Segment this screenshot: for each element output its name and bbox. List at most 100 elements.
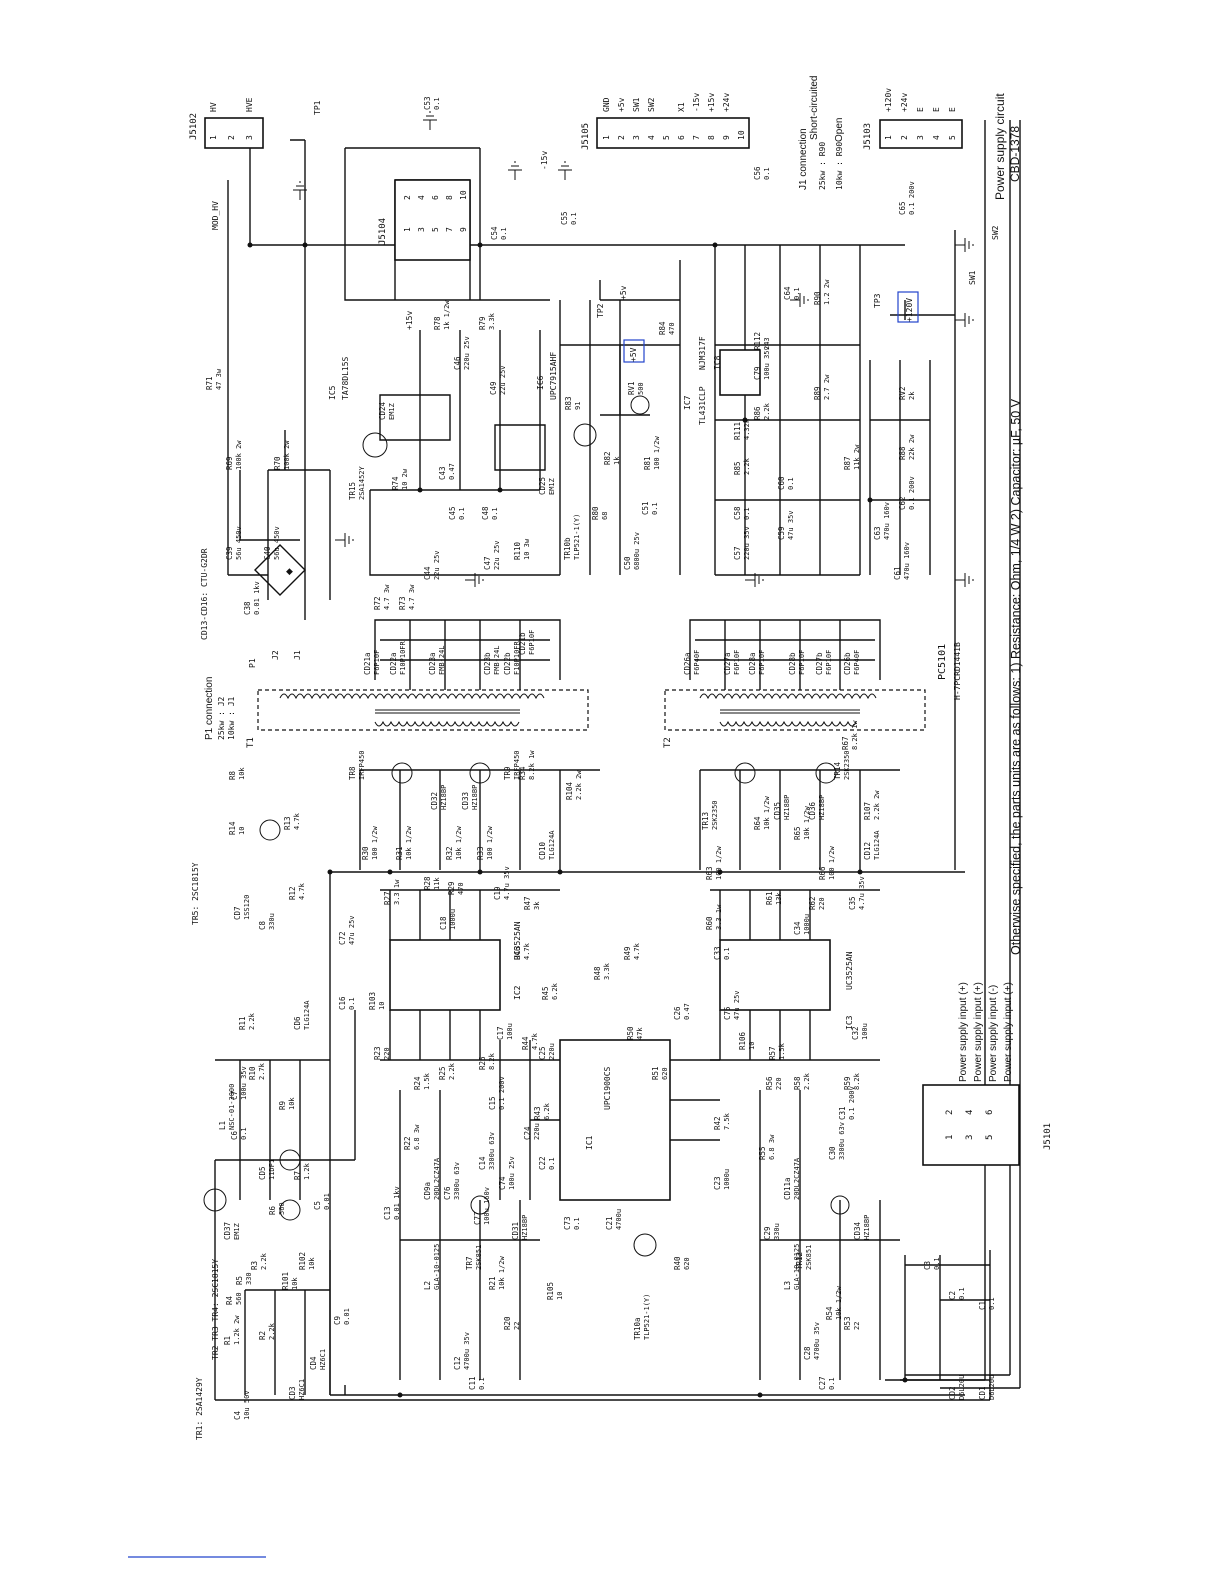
component-value: 3.3 1w (715, 904, 723, 930)
component-ref: R110 (513, 541, 522, 560)
component-ref: R48 (593, 966, 602, 980)
component-value: 0.01 1kv (253, 581, 261, 615)
component-value: 2.2k 2w (873, 790, 881, 820)
component-value: 470 (668, 322, 676, 335)
component-ref: R12 (288, 886, 297, 900)
component-ref: R46 (513, 946, 522, 960)
component-ref: C12 (453, 1356, 462, 1370)
component-ref: R10 (248, 1066, 257, 1080)
component-value: 220u (533, 1123, 541, 1140)
component-ref: C72 (338, 931, 347, 945)
component-ref: R27 (383, 891, 392, 905)
component-ref: C62 (898, 496, 907, 510)
board-name: PC5101 (937, 644, 948, 680)
component-ref: R55 (758, 1146, 767, 1160)
component-value: GLA-10-0125 (433, 1244, 441, 1290)
component-value: 0.01 (323, 1193, 331, 1210)
j5104-pin: 8 (445, 195, 454, 200)
component-ref: R69 (225, 456, 234, 470)
component-value: TLG124A (873, 830, 881, 860)
component-ref: CD23b (483, 652, 492, 675)
component-value: 0.1 (743, 507, 751, 520)
component-value: 1.5k (778, 1042, 786, 1060)
component-value: 100 1/2w (715, 845, 723, 880)
component-ref: C47 (483, 556, 492, 570)
component-ref: C59 (777, 526, 786, 540)
ic1-label: IC1 (585, 1135, 594, 1150)
component-value: 0.1 (491, 507, 499, 520)
component-value: 10u 50v (243, 1390, 251, 1420)
component-ref: C73 (563, 1216, 572, 1230)
component-ref: CD26a (683, 652, 692, 675)
component-value: 10k (308, 1257, 316, 1270)
component-ref: CD12 (863, 842, 872, 860)
component-ref: R11 (238, 1016, 247, 1030)
ic2-label: IC2 (513, 985, 522, 1000)
component-ref: R33 (476, 846, 485, 860)
component-value: 2.7k (258, 1062, 266, 1080)
component-value: 56u 450v (235, 526, 243, 560)
component-ref: R105 (546, 1282, 555, 1300)
component-ref: R84 (658, 321, 667, 335)
component-ref: C31 (838, 1106, 847, 1120)
component-value: 1.2k 2w (233, 1315, 241, 1345)
component-value: 0.1 (933, 1257, 941, 1270)
ic7-label: IC7 (683, 395, 692, 410)
component-value: F6P10F (825, 650, 833, 675)
component-value: NSC-01-3000 (228, 1084, 236, 1130)
component-value: 1k 1/2w (443, 300, 451, 330)
component-value: HZ18BP (783, 795, 791, 820)
j5105-pin: 4 (647, 135, 656, 140)
component-ref: R44 (521, 1036, 530, 1050)
component-ref: L3 (783, 1281, 792, 1290)
j2-label: J2 (271, 650, 280, 660)
component-value: HZ18BP (818, 795, 826, 820)
component-value: HZ6C1 (319, 1349, 327, 1370)
component-ref: R31 (395, 846, 404, 860)
component-ref: CD32 (430, 792, 439, 810)
component-value: 2k (908, 391, 916, 400)
component-value: 100 1/2w (653, 435, 661, 470)
component-ref: CD21b (518, 632, 527, 655)
component-ref: R58 (793, 1076, 802, 1090)
j5101-pin: 6 (985, 1110, 995, 1115)
component-value: F6P10F (798, 650, 806, 675)
component-ref: R106 (738, 1031, 747, 1050)
rail-minus-15v: -15v (540, 151, 549, 170)
component-value: 11k 2w (853, 444, 861, 470)
component-ref: C25 (538, 1046, 547, 1060)
component-value: 0.01 (343, 1308, 351, 1325)
ic2-box (389, 939, 501, 1011)
component-value: 4.7 3w (408, 584, 416, 610)
component-ref: C53 (423, 96, 432, 110)
component-value: 11k (433, 877, 441, 890)
rail-blue-5v: +5V (629, 347, 638, 362)
j5105-pin: 5 (662, 135, 671, 140)
j5105-pin: 2 (617, 135, 626, 140)
component-ref: L1 (218, 1121, 227, 1130)
component-ref: R63 (705, 866, 714, 880)
component-ref: TR10a (633, 1317, 642, 1340)
component-value: EM1Z (233, 1223, 241, 1240)
j1-open-label: Open (834, 118, 845, 142)
j5101-inputs: Power supply input (+)Power supply input… (958, 982, 1014, 1082)
component-value: EM1Z (388, 403, 396, 420)
component-ref: R51 (651, 1066, 660, 1080)
j5102-signal: HVE (245, 97, 254, 112)
component-ref: R32 (445, 846, 454, 860)
component-value: 10k 1/2w (835, 1285, 843, 1320)
component-ref: C65 (898, 201, 907, 215)
component-ref: C30 (828, 1146, 837, 1160)
component-value: 6800u 25v (633, 532, 641, 570)
j5104-pin: 10 (459, 190, 468, 200)
component-ref: C18 (439, 916, 448, 930)
component-value: 10k 1/2w (763, 795, 771, 830)
component-value: 10k 1/2w (455, 825, 463, 860)
component-ref: R87 (843, 456, 852, 470)
component-value: 2SK2350 (711, 800, 719, 830)
component-value: 22u 25v (493, 540, 501, 570)
ic6-label: IC6 (536, 375, 545, 390)
component-ref: R30 (361, 846, 370, 860)
component-value: 6.8 3w (768, 1134, 776, 1160)
component-ref: R66 (818, 866, 827, 880)
